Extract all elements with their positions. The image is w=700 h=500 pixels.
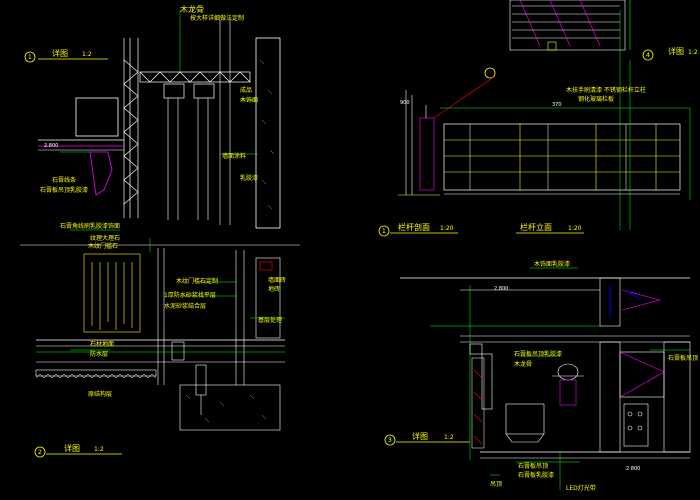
detail-3-title: 详图	[412, 431, 428, 441]
railing-callout	[484, 67, 496, 79]
detail-4-number-circle	[642, 49, 654, 61]
detail-2-mid-a: 木纹门槛石定制	[176, 277, 218, 285]
detail-2-right-a: 墙面砖	[268, 276, 286, 284]
detail-2-right-wall	[255, 257, 281, 339]
detail-2: 纹理大理石 木纹门槛石 木纹门槛石定制 1厚防水砂浆找平层 水泥砂浆结合层 墙面…	[34, 234, 286, 458]
detail-2-scale: 1:2	[94, 446, 104, 453]
detail-3-left-wall	[471, 357, 485, 449]
detail-3-number-circle	[384, 434, 396, 446]
detail-1-scale: 1:2	[82, 51, 92, 58]
railing-dim-side: 900	[400, 100, 410, 106]
detail-1-title: 详图	[52, 48, 68, 58]
detail-1: 1 详图 1:2	[20, 4, 300, 246]
detail-2-title: 详图	[64, 443, 80, 453]
detail-2-fixture	[171, 341, 207, 415]
detail-1-left-b: 石膏板吊顶乳胶漆	[40, 186, 88, 194]
railing-callout-leader	[433, 75, 496, 119]
railing-section-number: 1	[382, 228, 386, 235]
detail-3-leaders	[490, 267, 690, 476]
detail-2-bottom: 原结构层	[88, 390, 112, 398]
detail-2-foundation	[179, 384, 281, 431]
detail-1-leaders	[60, 10, 258, 231]
detail-1-right-low-b: 乳胶漆	[240, 174, 258, 182]
detail-1-number-circle	[24, 51, 36, 63]
railing-elevation-title: 栏杆立面	[520, 222, 552, 232]
detail-3-elev-left: 2.800	[494, 286, 508, 292]
detail-3-scale: 1:2	[444, 434, 454, 441]
detail-3-elev-bottom: 2.800	[626, 466, 640, 472]
detail-2-top-a: 纹理大理石	[90, 234, 120, 242]
detail-1-right-top: 成品	[240, 86, 252, 94]
railing-elevation-scale: 1:20	[568, 225, 582, 232]
detail-3-lamp: LED灯光带	[566, 484, 596, 492]
railing-note-a: 木扶手刷清漆 不锈钢栏杆立柱	[566, 86, 646, 94]
stair-fragment	[509, 0, 631, 51]
detail-1-track	[167, 20, 231, 225]
railing-section-number-circle	[378, 225, 390, 237]
detail-3-fixtures	[469, 343, 649, 447]
detail-2-panel	[83, 253, 141, 333]
detail-2-leaders	[70, 238, 285, 351]
detail-4-title: 详图	[668, 46, 684, 56]
railing-elevation	[440, 107, 690, 195]
detail-2-low-b: 防水层	[90, 350, 108, 358]
railing-section	[398, 90, 440, 196]
railing-section-scale: 1:20	[440, 225, 454, 232]
detail-2-mid-b: 1厚防水砂浆找平层	[164, 291, 216, 299]
detail-4-number: 4	[646, 52, 650, 59]
detail-1-top-truss	[139, 71, 251, 99]
detail-2-right-b: 地砖	[268, 285, 280, 293]
detail-2-number: 2	[38, 449, 42, 456]
detail-4-scale: 1:2	[688, 49, 698, 56]
detail-3-framework	[599, 277, 691, 453]
detail-3-right-a: 石膏板吊顶	[668, 354, 698, 362]
detail-1-right-low-a: 墙面涂料	[222, 152, 246, 160]
detail-1-right-wall	[255, 37, 281, 229]
detail-3-ceiling	[400, 277, 690, 460]
detail-1-number: 1	[28, 54, 32, 61]
detail-3-bottom-a: 石膏板吊顶	[518, 462, 548, 470]
detail-1-cornice	[38, 97, 124, 196]
detail-3-mid-b: 木龙骨	[514, 360, 532, 368]
detail-2-number-circle	[34, 446, 46, 458]
detail-3: 木饰面乳胶漆 石膏板吊顶乳胶漆 木龙骨 石膏板吊顶 石膏板吊顶 石膏板乳胶漆 吊…	[384, 260, 698, 492]
detail-3-floor	[480, 451, 690, 490]
detail-2-top-b: 木纹门槛石	[88, 242, 118, 250]
detail-1-right-mid: 木饰面	[240, 96, 258, 104]
railing-drawing: 4 详图 1:2	[378, 0, 698, 237]
railing-dimension-lines	[619, 10, 691, 230]
detail-1-steel-column	[123, 38, 139, 218]
railing-dim-top: 370	[552, 102, 562, 108]
detail-2-verticals	[157, 248, 245, 385]
detail-2-low-a: 石材地面	[90, 340, 114, 348]
detail-1-top-material: 木龙骨	[180, 4, 204, 14]
railing-note-b: 钢化玻璃栏板	[578, 95, 614, 103]
detail-2-right-c: 基层处理	[258, 316, 282, 324]
detail-2-mid-c: 水泥砂浆结合层	[164, 302, 206, 310]
detail-3-mid-a: 石膏板吊顶乳胶漆	[514, 350, 562, 358]
detail-1-elevation: 2.800	[44, 143, 58, 149]
detail-3-number: 3	[388, 437, 392, 444]
detail-1-bottom: 石膏角线刷乳胶漆饰面	[60, 222, 120, 230]
railing-section-title: 栏杆剖面	[398, 222, 430, 232]
detail-3-foot: 吊顶	[490, 481, 502, 488]
detail-2-floor-layers	[35, 339, 285, 379]
detail-1-top-note: 按大样详细做法定制	[190, 14, 244, 22]
detail-1-left-a: 石膏线条	[52, 176, 76, 184]
detail-3-top: 木饰面乳胶漆	[534, 260, 570, 268]
detail-3-bottom-b: 石膏板乳胶漆	[518, 471, 554, 479]
